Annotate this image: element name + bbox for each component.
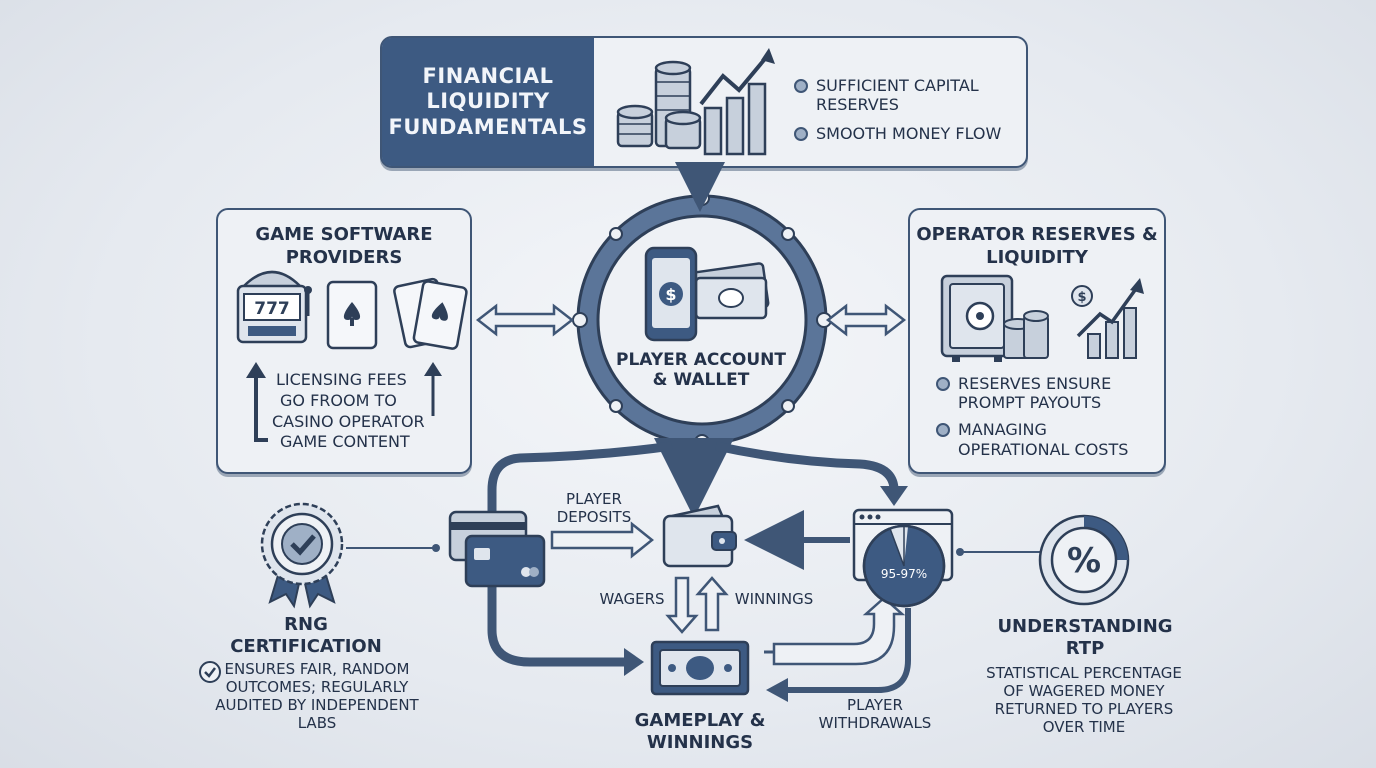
percent-icon: % — [1038, 514, 1130, 606]
operator-bullets: RESERVES ENSURE PROMPT PAYOUTS MANAGING … — [936, 374, 1156, 459]
cash-icon — [650, 640, 750, 696]
safe-icon — [940, 274, 1049, 362]
providers-panel: GAME SOFTWARE PROVIDERS 777 LICENSING FE… — [216, 208, 472, 474]
licensing-up-arrow-left — [246, 362, 268, 442]
player-deposits-label: PLAYER DEPOSITS — [556, 490, 632, 526]
player-withdrawals-label: PLAYER WITHDRAWALS — [818, 696, 932, 732]
wagers-label: WAGERS — [599, 590, 665, 608]
operator-title: OPERATOR RESERVES & LIQUIDITY — [916, 224, 1158, 268]
phone-wallet-icon: $ — [644, 246, 770, 342]
fundamentals-bullet-1: SUFFICIENT CAPITAL RESERVES — [794, 76, 1018, 114]
providers-note-line-2: GO FROOM TO — [280, 390, 397, 410]
slot-machine-icon: 777 — [236, 270, 312, 344]
fundamentals-bullet-2: SMOOTH MONEY FLOW — [794, 124, 1018, 143]
licensing-up-arrow-right — [424, 362, 442, 416]
providers-note-line-4: GAME CONTENT — [280, 432, 410, 452]
fundamentals-panel: FINANCIAL LIQUIDITY FUNDAMENTALS SUFFICI… — [380, 36, 1028, 168]
pie-chart-icon — [852, 508, 954, 608]
providers-note: LICENSING FEES GO FROOM TO CASINO OPERAT… — [272, 370, 452, 453]
svg-text:$: $ — [1077, 290, 1086, 305]
certification-badge-icon — [260, 502, 344, 609]
playing-cards-icon — [326, 277, 468, 350]
svg-text:777: 777 — [254, 299, 290, 319]
rtp-title: UNDERSTANDING RTP — [997, 616, 1173, 659]
svg-text:$: $ — [665, 285, 676, 304]
credit-card-icon — [448, 510, 546, 588]
rng-title: RNG CERTIFICATION — [230, 614, 382, 657]
rtp-percent-label: 95-97% — [880, 567, 928, 581]
providers-note-line-1: LICENSING FEES — [276, 370, 407, 389]
providers-note-line-3: CASINO OPERATOR — [272, 411, 425, 431]
fundamentals-bullets: SUFFICIENT CAPITAL RESERVES SMOOTH MONEY… — [794, 76, 1018, 144]
wallet-hub-label: PLAYER ACCOUNT & WALLET — [616, 350, 786, 391]
gameplay-label: GAMEPLAY & WINNINGS — [634, 710, 766, 753]
wallet-icon — [662, 504, 737, 568]
operator-bullet-2: MANAGING OPERATIONAL COSTS — [936, 420, 1156, 459]
winnings-label: WINNINGS — [734, 590, 814, 608]
rng-text: ENSURES FAIR, RANDOM OUTCOMES; REGULARLY… — [215, 660, 419, 732]
reserves-chart-icon: $ — [1071, 278, 1144, 359]
operator-panel: OPERATOR RESERVES & LIQUIDITY $ RESERVES… — [908, 208, 1166, 474]
providers-title: GAME SOFTWARE PROVIDERS — [255, 224, 433, 268]
rtp-text: STATISTICAL PERCENTAGE OF WAGERED MONEY … — [986, 664, 1182, 736]
growth-chart-icon — [699, 48, 775, 156]
svg-text:%: % — [1067, 541, 1101, 581]
operator-bullet-1: RESERVES ENSURE PROMPT PAYOUTS — [936, 374, 1156, 412]
coin-stack-icon — [616, 60, 702, 150]
checkmark-icon — [199, 661, 221, 683]
fundamentals-title: FINANCIAL LIQUIDITY FUNDAMENTALS — [382, 38, 594, 166]
